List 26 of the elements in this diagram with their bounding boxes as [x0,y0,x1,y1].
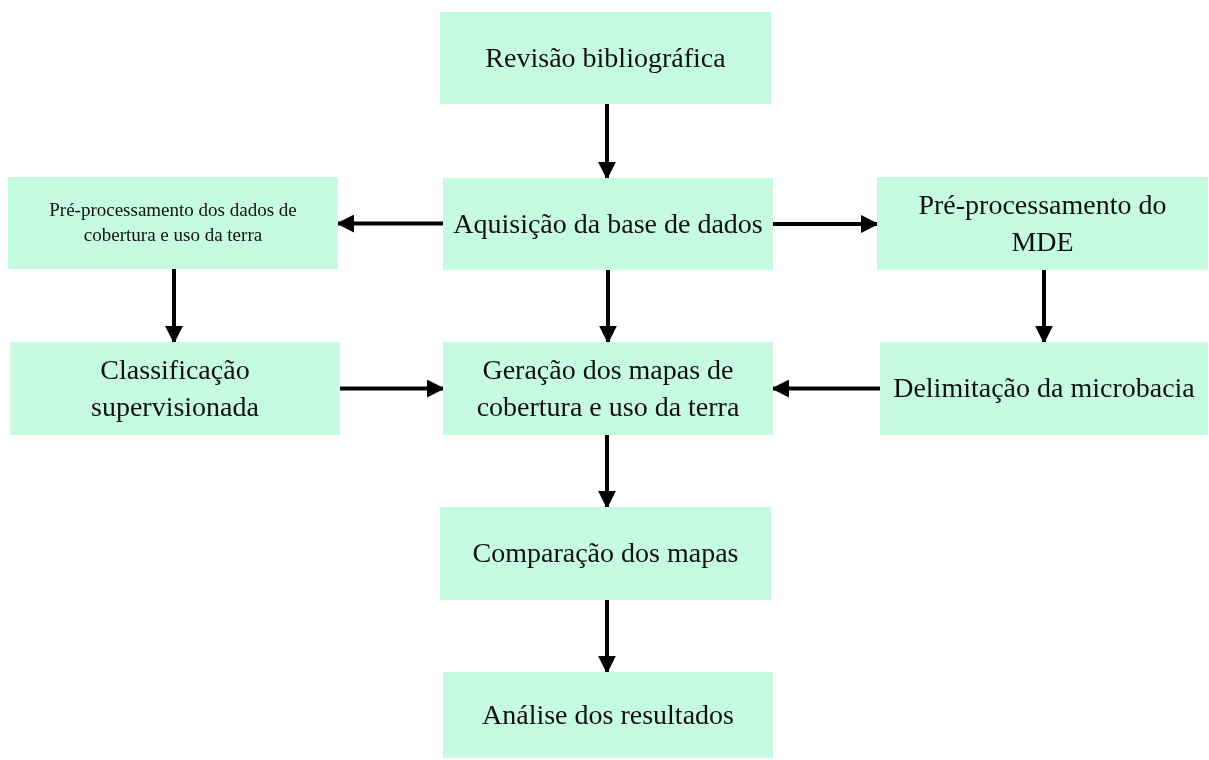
arrow [165,269,183,344]
arrow [1035,270,1053,344]
arrow [340,379,445,398]
process-box [8,177,338,269]
process-box [877,177,1208,270]
arrow [599,270,617,344]
box-label: Pré-processamento dos dados de cobertura e uso da terra [48,198,298,247]
process-box [10,342,340,435]
box-label: Geração dos mapas de cobertura e uso da terra [475,353,741,424]
box-label: Revisão bibliográfica [485,40,726,75]
arrow [598,435,616,509]
process-box [443,342,773,435]
box-label: Delimitação da microbacia [893,371,1195,406]
process-box [440,12,771,104]
process-box [443,178,773,270]
box-label: Classificação supervisionada [90,353,260,424]
process-box [443,672,773,758]
process-box [880,342,1208,435]
box-label: Aquisição da base de dados [453,206,763,241]
arrow [598,600,616,674]
box-label: Comparação dos mapas [472,536,739,571]
arrow [773,215,879,233]
process-box [440,507,771,600]
box-label: Pré-processamento do MDE [917,188,1168,259]
arrow [598,104,616,180]
box-label: Análise dos resultados [482,697,734,732]
